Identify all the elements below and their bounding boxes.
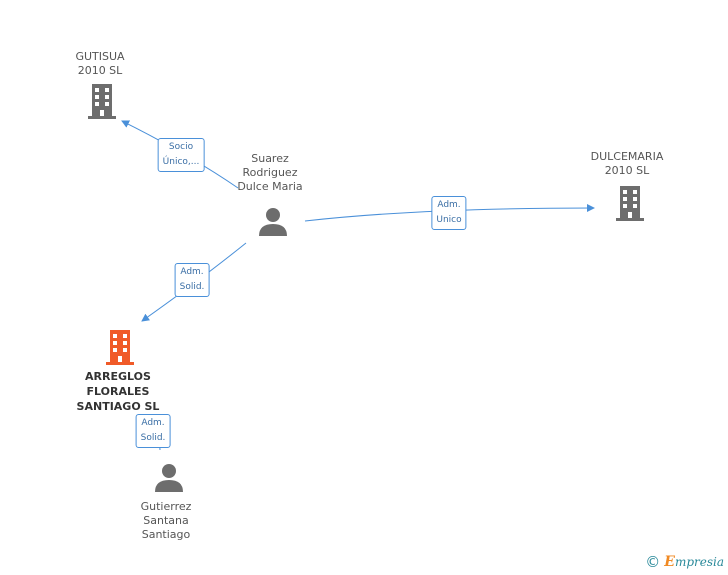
edge-label-line: Unico [436, 215, 462, 225]
node-label-line: FLORALES [86, 385, 150, 398]
node-label-line: GUTISUA [75, 50, 125, 63]
edge-label-suarez-arreglos[interactable]: Adm. Solid. [174, 263, 210, 297]
empresia-watermark: © Empresia [645, 553, 724, 571]
node-label-line: 2010 SL [77, 64, 123, 77]
building-icon[interactable] [614, 186, 646, 222]
main-building-icon[interactable] [104, 330, 136, 366]
edge-label-gutierrez-arreglos[interactable]: Adm. Solid. [135, 414, 171, 448]
edge-label-line: Solid. [140, 433, 166, 443]
node-label-line: Suarez [251, 152, 289, 165]
node-label-suarez[interactable]: Suarez Rodriguez Dulce Maria [237, 152, 302, 194]
empresia-logo: Empresia [664, 554, 724, 570]
node-label-line: SANTIAGO SL [76, 400, 160, 413]
edge-label-line: Solid. [179, 282, 205, 292]
node-label-arreglos[interactable]: ARREGLOS FLORALES SANTIAGO SL [77, 369, 160, 414]
node-label-line: Santana [143, 514, 189, 527]
node-label-line: Santiago [141, 528, 191, 541]
edge-label-line: Adm. [180, 267, 204, 277]
edge-label-suarez-gutisua[interactable]: Socio Único,... [157, 138, 205, 172]
building-icon[interactable] [86, 84, 118, 120]
person-icon[interactable] [258, 207, 288, 237]
node-label-gutisua[interactable]: GUTISUA 2010 SL [75, 50, 124, 78]
node-label-line: Rodriguez [242, 166, 298, 179]
person-icon[interactable] [154, 463, 184, 493]
node-label-line: Dulce Maria [237, 180, 303, 193]
edge-label-line: Único,... [162, 157, 200, 167]
node-label-line: DULCEMARIA [590, 150, 664, 163]
node-label-dulcemaria[interactable]: DULCEMARIA 2010 SL [591, 150, 664, 178]
brand-initial: E [664, 554, 675, 570]
edge-label-line: Adm. [141, 418, 165, 428]
edge-label-suarez-dulcemaria[interactable]: Adm. Unico [431, 196, 467, 230]
brand-rest: mpresia [674, 555, 724, 569]
node-label-line: 2010 SL [604, 164, 650, 177]
copyright-icon: © [645, 553, 661, 571]
edge-label-line: Adm. [437, 200, 461, 210]
node-label-gutierrez[interactable]: Gutierrez Santana Santiago [141, 500, 192, 542]
node-label-line: Gutierrez [140, 500, 192, 513]
node-label-line: ARREGLOS [85, 370, 151, 383]
edge-label-line: Socio [168, 142, 194, 152]
